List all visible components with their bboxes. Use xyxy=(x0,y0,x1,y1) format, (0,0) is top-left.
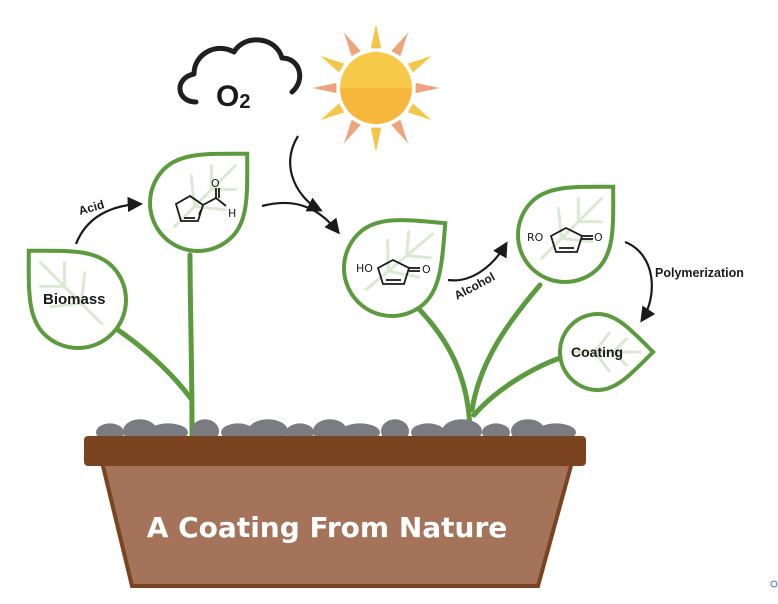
sun-ray xyxy=(391,32,408,57)
alkoxyfuranone-o: O xyxy=(594,231,603,244)
arrow-step2 xyxy=(261,201,340,235)
leaf-veins xyxy=(569,331,642,373)
leaf-alkoxyfuranone xyxy=(516,184,616,284)
leaf-veins xyxy=(364,230,434,292)
sun-ray xyxy=(415,82,440,94)
sun-ray xyxy=(344,32,361,57)
alkoxyfuranone-structure xyxy=(549,226,593,253)
leaf-veins xyxy=(540,196,604,260)
hydroxyfuranone-structure xyxy=(376,258,420,285)
polymerization-label: Polymerization xyxy=(655,266,744,280)
cloud-icon: O2 xyxy=(177,37,303,113)
stem-right-branch2 xyxy=(471,355,563,418)
arrow-polymerization xyxy=(624,240,656,323)
stem-left-branch xyxy=(115,327,195,403)
sun-ray xyxy=(320,103,345,120)
acid-label: Acid xyxy=(77,197,106,218)
stems xyxy=(115,252,563,439)
pot-rim xyxy=(84,436,586,466)
arrow-o2 xyxy=(289,135,323,212)
flower-pot: A Coating From Nature xyxy=(84,436,586,588)
leaves xyxy=(26,151,656,393)
sun-ray xyxy=(370,24,382,49)
arrow-acid xyxy=(74,196,144,245)
leaf-biomass xyxy=(26,248,128,350)
sun-ray xyxy=(407,56,432,73)
leaf-coating xyxy=(558,311,656,393)
corner-mark xyxy=(770,580,778,588)
biomass-label: Biomass xyxy=(43,291,106,308)
leaf-veins xyxy=(172,164,237,229)
sun-icon xyxy=(312,24,440,152)
pot-title: A Coating From Nature xyxy=(147,511,508,544)
alkoxyfuranone-ro: RO xyxy=(527,231,544,244)
sun-shade xyxy=(340,88,412,124)
furfural-structure xyxy=(174,188,227,222)
o2-label: O2 xyxy=(216,80,250,113)
furfural-o: O xyxy=(211,177,220,190)
leaf-hydroxyfuranone xyxy=(342,218,448,318)
sun-ray xyxy=(312,82,337,94)
stem-right-branch1 xyxy=(469,282,543,413)
hydroxyfuranone-o: O xyxy=(422,263,431,276)
sun-ray xyxy=(344,119,361,144)
leaf-veins xyxy=(39,261,104,326)
furfural-h: H xyxy=(228,207,236,220)
sun-ray xyxy=(370,127,382,152)
sun-ray xyxy=(320,56,345,73)
sun-ray xyxy=(391,119,408,144)
sun-ray xyxy=(407,103,432,120)
leaf-furfural xyxy=(148,151,250,253)
arrows xyxy=(74,135,656,323)
stem-right-main xyxy=(412,302,473,439)
coating-label: Coating xyxy=(571,344,623,360)
hydroxyfuranone-ho: HO xyxy=(356,262,373,275)
stem-left-main xyxy=(187,252,195,439)
arrow-alcohol xyxy=(447,241,508,282)
